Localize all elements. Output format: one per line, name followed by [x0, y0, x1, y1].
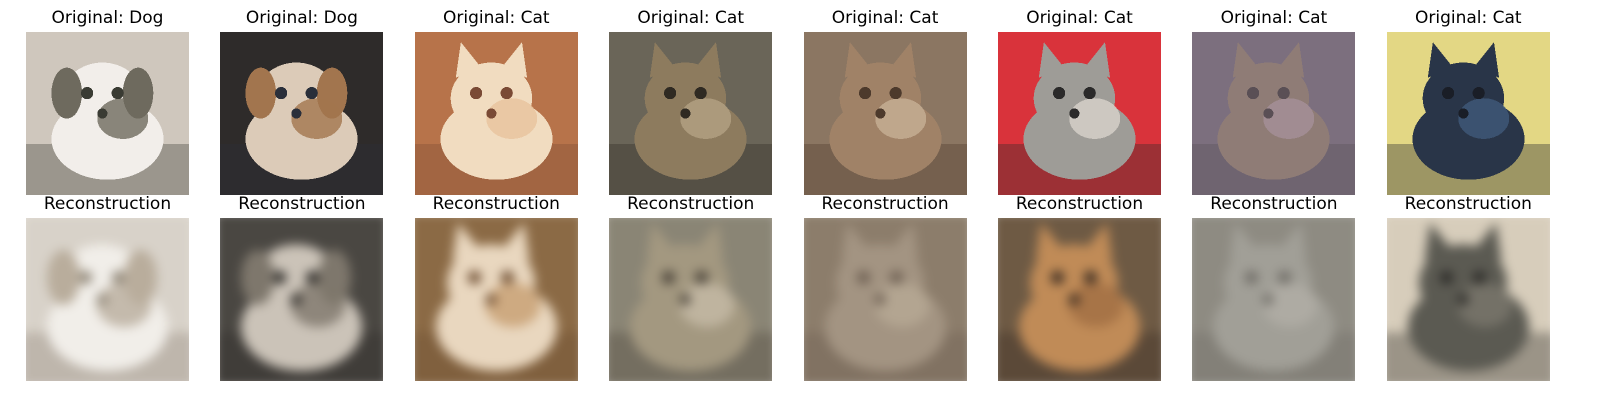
reconstruction-image	[220, 218, 384, 381]
original-image	[609, 32, 773, 195]
original-caption: Original: Cat	[1220, 8, 1328, 28]
original-caption: Original: Dog	[245, 8, 358, 28]
reconstruction-caption: Reconstruction	[238, 194, 366, 214]
reconstruction-image	[414, 218, 578, 381]
reconstruction-caption: Reconstruction	[627, 194, 755, 214]
reconstruction-image-content	[998, 218, 1161, 381]
reconstruction-caption: Reconstruction	[1404, 194, 1532, 214]
original-image	[414, 32, 578, 195]
reconstruction-image	[26, 218, 189, 381]
reconstruction-caption: Reconstruction	[821, 194, 949, 214]
original-image	[1192, 32, 1356, 195]
original-caption: Original: Dog	[51, 8, 164, 28]
original-caption: Original: Cat	[1414, 8, 1522, 28]
reconstruction-image-content	[1192, 218, 1356, 381]
original-image	[26, 32, 189, 195]
original-image	[1386, 32, 1550, 195]
reconstruction-caption: Reconstruction	[1015, 194, 1144, 214]
reconstruction-image	[609, 218, 773, 381]
reconstruction-image	[998, 218, 1161, 381]
original-caption: Original: Cat	[637, 8, 744, 28]
reconstruction-caption: Reconstruction	[432, 194, 560, 214]
reconstruction-image	[803, 218, 967, 381]
reconstruction-image	[1386, 218, 1550, 381]
original-image	[998, 32, 1161, 195]
reconstruction-image	[1192, 218, 1356, 381]
reconstruction-image-content	[414, 218, 578, 381]
reconstruction-image-content	[1386, 218, 1550, 381]
original-caption: Original: Cat	[442, 8, 550, 28]
original-caption: Original: Cat	[831, 8, 939, 28]
reconstruction-image-content	[803, 218, 967, 381]
reconstruction-image-content	[220, 218, 384, 381]
original-image	[803, 32, 967, 195]
original-caption: Original: Cat	[1026, 8, 1133, 28]
reconstruction-caption: Reconstruction	[43, 194, 172, 214]
original-image	[220, 32, 384, 195]
reconstruction-caption: Reconstruction	[1210, 194, 1338, 214]
reconstruction-image-content	[26, 218, 189, 381]
reconstruction-image-content	[609, 218, 773, 381]
